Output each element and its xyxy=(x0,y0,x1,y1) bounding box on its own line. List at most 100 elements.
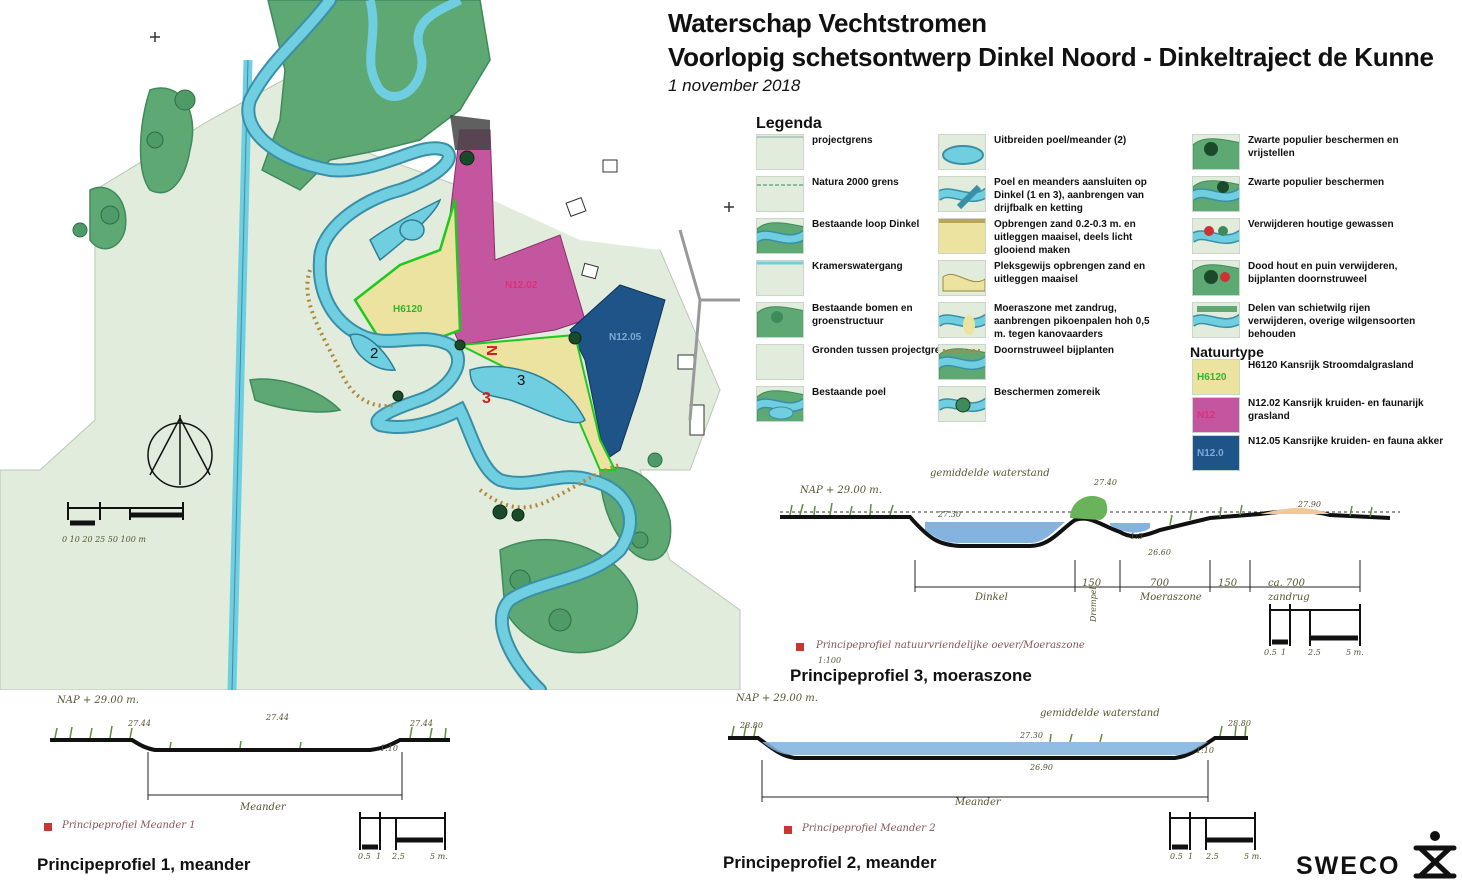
label-h6120: H6120 xyxy=(393,304,423,315)
natuurtype-code: H6120 xyxy=(1197,372,1227,383)
natuurtype-swatch: N12.0 xyxy=(1192,435,1240,471)
p3-zone-dinkel: Dinkel xyxy=(975,592,1008,603)
p3-depth: 26.60 xyxy=(1148,548,1171,557)
legend-swatch xyxy=(756,344,804,380)
p1-h2: 27.44 xyxy=(266,713,289,722)
legend-label: Opbrengen zand 0.2-0.3 m. en uitleggen m… xyxy=(994,219,1136,256)
legend-title: Legenda xyxy=(756,115,822,132)
legend-swatch xyxy=(756,302,804,338)
legend-item-pleks: Pleksgewijs opbrengen zand en uitleggen … xyxy=(938,260,1164,296)
legend-label: Delen van schietwilg rijen verwijderen, … xyxy=(1248,303,1416,340)
legend-label: Natura 2000 grens xyxy=(812,177,899,188)
legend-swatch xyxy=(938,386,986,422)
p2-depth: 26.90 xyxy=(1030,763,1053,772)
legend-item-populier1: Zwarte populier beschermen en vrijstelle… xyxy=(1192,134,1418,170)
p2-scale-2: 1 xyxy=(1188,852,1194,861)
natuurtype-swatch: N12 xyxy=(1192,397,1240,433)
legend-item-gronden: Gronden tussen projectgrens xyxy=(756,344,982,380)
p3-dim-4: ca. 700 xyxy=(1268,578,1306,589)
sweco-logo-icon xyxy=(1413,831,1457,879)
p3-h1: 27.30 xyxy=(938,510,961,519)
legend-item-kramers: Kramerswatergang xyxy=(756,260,982,296)
natuurtype-label: H6120 Kansrijk Stroomdalgrasland xyxy=(1248,360,1414,371)
legend-label: Pleksgewijs opbrengen zand en uitleggen … xyxy=(994,261,1146,285)
legend-label: Bestaande bomen en groenstructuur xyxy=(812,303,913,327)
legend-item-natura: Natura 2000 grens xyxy=(756,176,982,212)
p3-zone-moeras: Moeraszone xyxy=(1140,592,1202,603)
mark-n: N xyxy=(482,345,500,356)
p1-nap: NAP + 29.00 m. xyxy=(57,695,139,706)
legend-label: Beschermen zomereik xyxy=(994,387,1101,398)
map-scale-ticks: 0 10 20 25 50 100 m xyxy=(62,535,146,544)
meanders xyxy=(349,198,586,424)
legend-swatch xyxy=(938,302,986,338)
legend-label: Bestaande poel xyxy=(812,387,886,398)
p3-dim-2: 700 xyxy=(1150,578,1170,589)
p2-zone: Meander xyxy=(955,797,1001,808)
legend-item-loop: Bestaande loop Dinkel xyxy=(756,218,982,254)
p2-h3: 28.80 xyxy=(1228,719,1251,728)
legend-item-doorn: Doornstruweel bijplanten xyxy=(938,344,1164,380)
legend-item-wilg: Delen van schietwilg rijen verwijderen, … xyxy=(1192,302,1418,341)
p3-h2: 27.40 xyxy=(1094,478,1117,487)
legend-swatch xyxy=(756,218,804,254)
legend-swatch xyxy=(756,134,804,170)
legend-item-populier2: Zwarte populier beschermen xyxy=(1192,176,1418,212)
n1205-area xyxy=(569,284,666,461)
legend-item-houtig: Verwijderen houtige gewassen xyxy=(1192,218,1418,254)
p3-scale-4: 5 m. xyxy=(1346,648,1364,657)
sweco-logo-text: SWECO xyxy=(1296,852,1401,880)
legend-label: Zwarte populier beschermen en vrijstelle… xyxy=(1248,135,1399,159)
legend-item-zomereik: Beschermen zomereik xyxy=(938,386,1164,422)
p3-water: gemiddelde waterstand xyxy=(930,468,1050,479)
label-n1202: N12.02 xyxy=(505,280,538,291)
legend-item-moeras: Moeraszone met zandrug, aanbrengen pikoe… xyxy=(938,302,1164,341)
legend-label: Verwijderen houtige gewassen xyxy=(1248,219,1394,230)
p3-scale: 1:100 xyxy=(818,656,842,665)
p3-scale-3: 2.5 xyxy=(1308,648,1321,657)
p1-scale-4: 5 m. xyxy=(430,852,448,861)
p1-slope: 1:10 xyxy=(380,744,398,753)
legend-swatch xyxy=(938,260,986,296)
p3-scale-1: 0.5 xyxy=(1264,648,1277,657)
label-3: 3 xyxy=(517,372,526,389)
p2-h1: 28.80 xyxy=(740,721,763,730)
legend-swatch xyxy=(756,176,804,212)
p3-dim-3: 150 xyxy=(1218,578,1238,589)
profile-3-drawing xyxy=(780,496,1400,646)
legend-swatch xyxy=(938,344,986,380)
p1-h3: 27.44 xyxy=(410,719,433,728)
p2-note: Principeprofiel Meander 2 xyxy=(802,823,936,834)
p3-zone-zandrug: zandrug xyxy=(1268,592,1310,603)
label-n1205: N12.05 xyxy=(609,332,642,343)
p2-scale-4: 5 m. xyxy=(1244,852,1262,861)
legend-swatch xyxy=(756,260,804,296)
profile-2-title: Principeprofiel 2, meander xyxy=(723,853,937,872)
legend-label: Doornstruweel bijplanten xyxy=(994,345,1115,356)
legend-swatch xyxy=(938,176,986,212)
p3-note: Principeprofiel natuurvriendelijke oever… xyxy=(816,640,1085,651)
p2-water: gemiddelde waterstand xyxy=(1040,708,1160,719)
p3-scale-2: 1 xyxy=(1281,648,1287,657)
natuurtype-item: H6120 H6120 Kansrijk Stroomdalgrasland xyxy=(1192,359,1458,395)
legend-swatch xyxy=(938,218,986,254)
legend-label: Zwarte populier beschermen xyxy=(1248,177,1385,188)
p2-h2: 27.30 xyxy=(1020,731,1043,740)
p3-nap: NAP + 29.00 m. xyxy=(800,485,882,496)
p1-note-marker xyxy=(44,823,52,831)
legend-swatch xyxy=(938,134,986,170)
p1-scale-1: 0.5 xyxy=(358,852,371,861)
legend-item-uitbreiden: Uitbreiden poel/meander (2) xyxy=(938,134,1164,170)
p1-h1: 27.44 xyxy=(128,719,151,728)
legend-label: Poel en meanders aansluiten op Dinkel (1… xyxy=(994,177,1147,214)
legend-swatch xyxy=(1192,260,1240,296)
profile-2-drawing xyxy=(728,724,1256,850)
legend-item-aansluiten: Poel en meanders aansluiten op Dinkel (1… xyxy=(938,176,1164,215)
legend-item-doodhout: Dood hout en puin verwijderen, bijplante… xyxy=(1192,260,1418,296)
legend-label: Moeraszone met zandrug, aanbrengen pikoe… xyxy=(994,303,1150,340)
legend-swatch xyxy=(1192,134,1240,170)
p2-nap: NAP + 29.00 m. xyxy=(736,693,818,704)
legend-swatch xyxy=(1192,176,1240,212)
